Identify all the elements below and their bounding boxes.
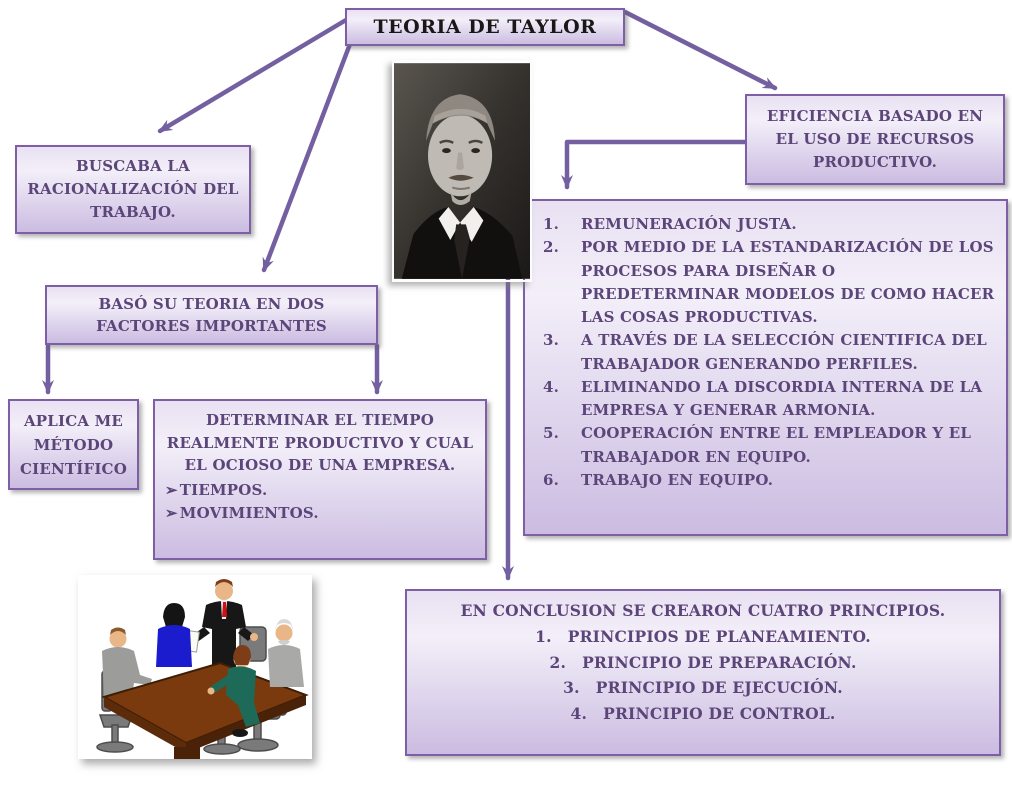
page-title: TEORIA DE TAYLOR — [373, 16, 597, 38]
box-aplica-metodo: APLICA ME MÉTODO CIENTÍFICO — [8, 399, 139, 490]
bullet-item-text: TIEMPOS. — [179, 480, 268, 499]
red-tie — [222, 602, 227, 617]
box-eficiencia-recursos: EFICIENCIA BASADO EN EL USO DE RECURSOS … — [745, 94, 1005, 185]
bullet-item: ➢TIEMPOS. — [165, 479, 479, 502]
list-item: PRINCIPIOS DE PLANEAMIENTO. — [567, 627, 871, 646]
box-baso-text: BASÓ SU TEORIA EN DOS FACTORES IMPORTANT… — [96, 294, 327, 336]
box-determinar-tiempo: DETERMINAR EL TIEMPO REALMENTE PRODUCTIV… — [153, 399, 487, 560]
list-item: COOPERACIÓN ENTRE EL EMPLEADOR Y EL TRAB… — [543, 422, 972, 466]
box-buscaba-text: BUSCABA LA RACIONALIZACIÓN DEL TRABAJO. — [27, 156, 239, 222]
box-determinar-bullets: ➢TIEMPOS. ➢MOVIMIENTOS. — [161, 477, 479, 526]
clipart-older-man — [268, 619, 304, 687]
meeting-clipart-image — [78, 575, 312, 759]
bullet-item: ➢MOVIMIENTOS. — [165, 502, 479, 525]
taylor-portrait-image — [392, 60, 532, 282]
arrow-eficiencia-to-factores — [561, 139, 748, 190]
arrow-title-to-buscaba — [157, 17, 349, 134]
list-item: PRINCIPIO DE EJECUCIÓN. — [595, 678, 843, 698]
factores-ordered-list: REMUNERACIÓN JUSTA. POR MEDIO DE LA ESTA… — [525, 201, 1006, 492]
arrow-bullet-icon: ➢ — [165, 503, 178, 522]
arrow-title-to-baso — [261, 41, 353, 273]
list-item: PRINCIPIO DE CONTROL. — [603, 703, 836, 723]
box-aplica-text: APLICA ME MÉTODO CIENTÍFICO — [20, 411, 127, 478]
list-item: REMUNERACIÓN JUSTA. — [543, 213, 797, 237]
box-buscaba-racionalizacion: BUSCABA LA RACIONALIZACIÓN DEL TRABAJO. — [15, 145, 251, 234]
list-item: PRINCIPIO DE PREPARACIÓN. — [582, 652, 857, 672]
box-conclusion-principios: EN CONCLUSION SE CREARON CUATRO PRINCIPI… — [405, 589, 1001, 756]
portrait-mustache — [448, 174, 474, 181]
arrow-title-to-eficiencia — [622, 9, 778, 91]
arrow-bullet-icon: ➢ — [165, 480, 178, 499]
conclusion-ordered-list: PRINCIPIOS DE PLANEAMIENTO. PRINCIPIO DE… — [407, 624, 999, 726]
title-box: TEORIA DE TAYLOR — [345, 8, 625, 46]
box-baso-teoria: BASÓ SU TEORIA EN DOS FACTORES IMPORTANT… — [45, 285, 378, 345]
bullet-item-text: MOVIMIENTOS. — [179, 503, 319, 522]
list-item: A TRAVÉS DE LA SELECCIÓN CIENTIFICA DEL … — [543, 329, 987, 373]
box-determinar-heading: DETERMINAR EL TIEMPO REALMENTE PRODUCTIV… — [166, 411, 474, 474]
clipart-woman-teal — [207, 645, 260, 737]
list-item: ELIMINANDO LA DISCORDIA INTERNA DE LA EM… — [543, 376, 983, 419]
clipart-man-gray — [102, 627, 152, 697]
box-eficiencia-text: EFICIENCIA BASADO EN EL USO DE RECURSOS … — [766, 106, 984, 172]
clipart-woman-blue — [156, 603, 192, 667]
box-factores-list: REMUNERACIÓN JUSTA. POR MEDIO DE LA ESTA… — [523, 199, 1008, 536]
portrait-tie — [454, 224, 470, 279]
conclusion-heading: EN CONCLUSION SE CREARON CUATRO PRINCIPI… — [460, 601, 946, 620]
list-item: TRABAJO EN EQUIPO. — [543, 469, 774, 493]
list-item: POR MEDIO DE LA ESTANDARIZACIÓN DE LOS P… — [543, 236, 995, 326]
